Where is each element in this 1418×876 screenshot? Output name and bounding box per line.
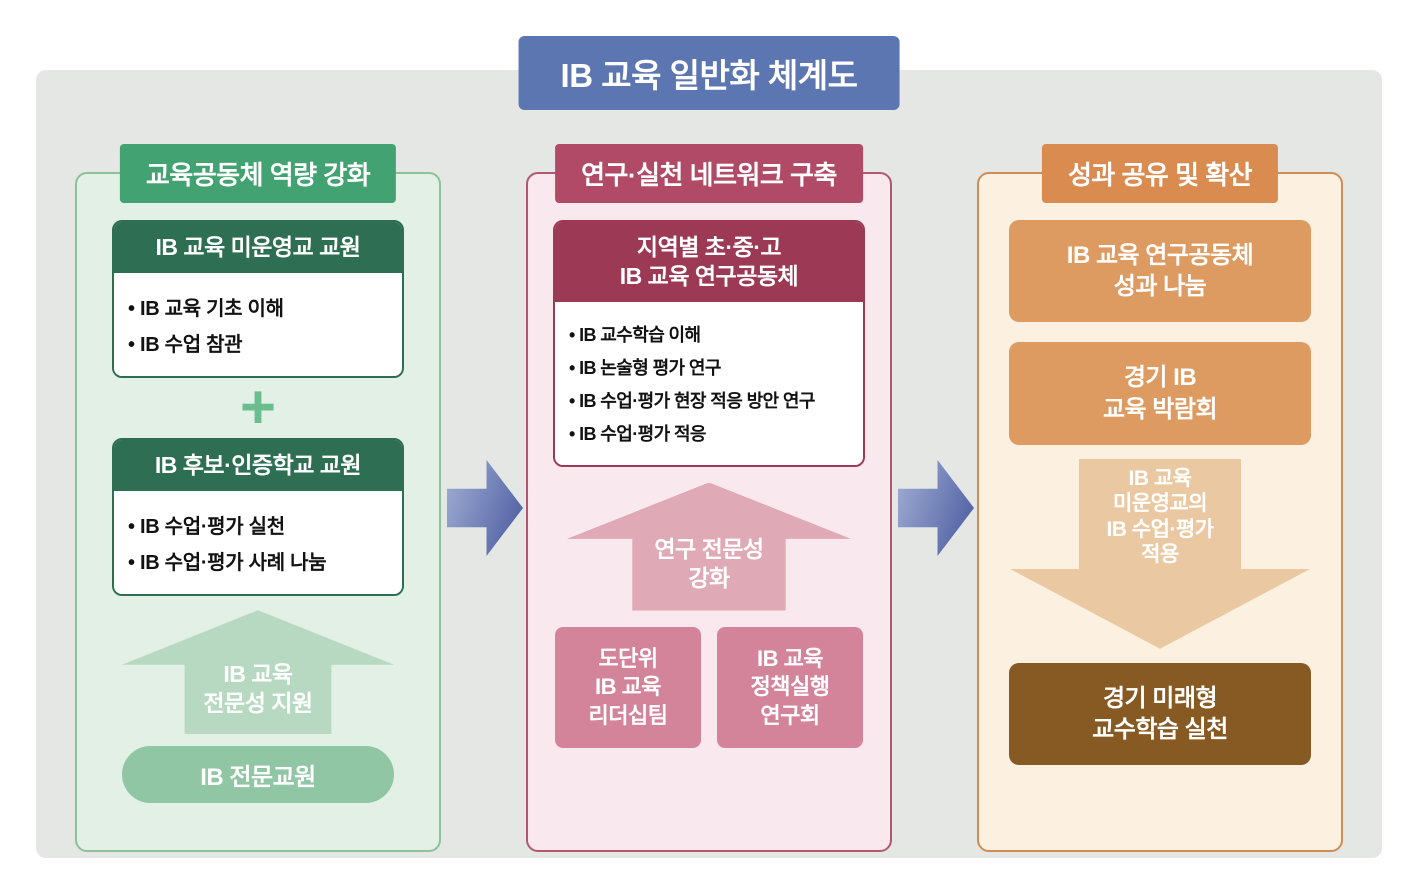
box-ib-expo: 경기 IB 교육 박람회: [1009, 342, 1311, 445]
panel-body-left: IB 교육 미운영교 교원 IB 교육 기초 이해 IB 수업 참관 + IB …: [77, 174, 439, 850]
panel-header-left: 교육공동체 역량 강화: [119, 144, 397, 203]
box-community-results: IB 교육 연구공동체 성과 나눔: [1009, 220, 1311, 323]
panel-body-right: IB 교육 연구공동체 성과 나눔 경기 IB 교육 박람회 IB 교육 미운영…: [979, 174, 1341, 850]
box-future-teaching: 경기 미래형 교수학습 실천: [1009, 662, 1311, 766]
team-box-row: 도단위 IB 교육 리더십팀 IB 교육 정책실행 연구회: [555, 626, 863, 749]
panel-header-right: 성과 공유 및 확산: [1041, 144, 1279, 203]
up-arrow-research-expertise: 연구 전문성 강화: [567, 482, 851, 611]
panel-community-capacity: 교육공동체 역량 강화 IB 교육 미운영교 교원 IB 교육 기초 이해 IB…: [75, 144, 441, 852]
plus-icon: +: [239, 372, 277, 442]
panel-share-spread: 성과 공유 및 확산 IB 교육 연구공동체 성과 나눔 경기 IB 교육 박람…: [977, 144, 1343, 852]
box-policy-research-group: IB 교육 정책실행 연구회: [717, 626, 863, 749]
card-non-ib-teachers: IB 교육 미운영교 교원 IB 교육 기초 이해 IB 수업 참관: [112, 220, 404, 378]
bullet-item: IB 교수학습 이해: [569, 321, 849, 347]
panel-body-middle: 지역별 초·중·고 IB 교육 연구공동체 IB 교수학습 이해 IB 논술형 …: [528, 174, 890, 850]
up-arrow-support: IB 교육 전문성 지원: [122, 610, 394, 735]
card-body: IB 교육 기초 이해 IB 수업 참관: [114, 272, 402, 376]
bullet-item: IB 수업·평가 실천: [128, 510, 388, 539]
down-arrow-apply: IB 교육 미운영교의 IB 수업·평가 적용: [1010, 458, 1310, 649]
card-header: 지역별 초·중·고 IB 교육 연구공동체: [555, 222, 863, 302]
pill-ib-expert-teacher: IB 전문교원: [122, 746, 394, 804]
panel-research-network: 연구·실천 네트워크 구축 지역별 초·중·고 IB 교육 연구공동체 IB 교…: [526, 144, 892, 852]
card-header: IB 교육 미운영교 교원: [114, 222, 402, 273]
bullet-item: IB 수업 참관: [128, 328, 388, 357]
card-candidate-teachers: IB 후보·인증학교 교원 IB 수업·평가 실천 IB 수업·평가 사례 나눔: [112, 438, 404, 597]
card-header: IB 후보·인증학교 교원: [114, 440, 402, 492]
bullet-item: IB 논술형 평가 연구: [569, 354, 849, 380]
box-leadership-team: 도단위 IB 교육 리더십팀: [555, 626, 701, 749]
bullet-item: IB 수업·평가 적응: [569, 420, 849, 446]
bullet-item: IB 수업·평가 사례 나눔: [128, 546, 388, 575]
panel-header-middle: 연구·실천 네트워크 구축: [555, 144, 863, 203]
bullet-item: IB 교육 기초 이해: [128, 292, 388, 321]
diagram-title: IB 교육 일반화 체계도: [518, 36, 900, 110]
bullet-item: IB 수업·평가 현장 적응 방안 연구: [569, 387, 849, 413]
card-body: IB 수업·평가 실천 IB 수업·평가 사례 나눔: [114, 491, 402, 595]
card-body: IB 교수학습 이해 IB 논술형 평가 연구 IB 수업·평가 현장 적응 방…: [555, 301, 863, 465]
card-research-community: 지역별 초·중·고 IB 교육 연구공동체 IB 교수학습 이해 IB 논술형 …: [553, 220, 865, 467]
